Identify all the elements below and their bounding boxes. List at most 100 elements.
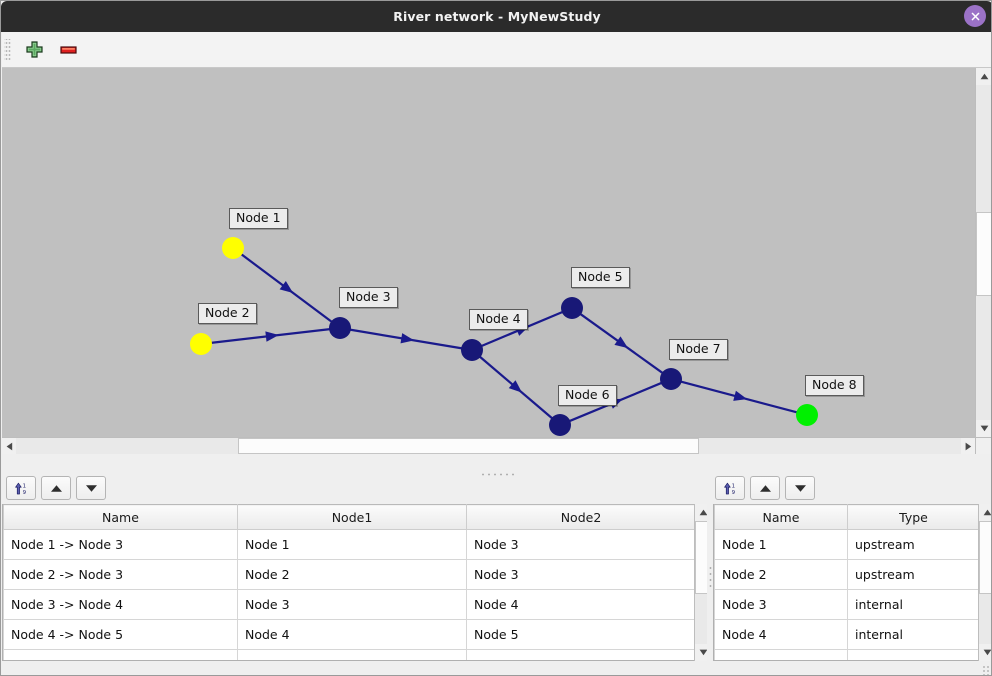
branch-col-header-node2[interactable]: Node2 [466, 504, 696, 530]
node-table-vertical-scrollbar[interactable] [978, 504, 991, 661]
arrow-up-icon [50, 484, 62, 492]
svg-text:1: 1 [22, 483, 25, 489]
canvas-vscroll-thumb[interactable] [976, 212, 991, 296]
edges-layer [210, 253, 798, 423]
add-branch-button[interactable] [20, 36, 48, 64]
graph-node-node3[interactable] [329, 317, 351, 339]
branch-table-cell[interactable]: Node 3 [237, 589, 467, 620]
edge-arrow-icon [733, 390, 748, 401]
node-label-node5[interactable]: Node 5 [571, 267, 630, 288]
branch-table-cell[interactable]: Node 2 -> Node 3 [3, 559, 238, 590]
graph-node-node8[interactable] [796, 404, 818, 426]
node-label-node3[interactable]: Node 3 [339, 287, 398, 308]
toolbar-drag-handle[interactable] [4, 38, 11, 61]
branch-table-cell[interactable]: Node 3 -> Node 4 [3, 589, 238, 620]
node-col-header-name[interactable]: Name [714, 504, 848, 530]
node-scroll-up-arrow-icon[interactable] [979, 504, 991, 521]
close-icon[interactable] [964, 5, 986, 27]
branch-table-cell[interactable] [3, 649, 238, 660]
node-col-header-type[interactable]: Type [847, 504, 980, 530]
sort-nodes-button[interactable]: 1 9 [715, 476, 745, 500]
node-table-cell[interactable]: internal [847, 619, 980, 650]
green-plus-icon [25, 41, 43, 58]
node-label-node8[interactable]: Node 8 [805, 375, 864, 396]
branch-table-cell[interactable]: Node 3 [466, 559, 696, 590]
graph-node-node2[interactable] [190, 333, 212, 355]
sort-branches-button[interactable]: 1 9 [6, 476, 36, 500]
node-table-row[interactable] [714, 649, 980, 660]
node-label-node4[interactable]: Node 4 [469, 309, 528, 330]
branch-table-cell[interactable] [466, 649, 696, 660]
node-table-cell[interactable]: Node 4 [714, 619, 848, 650]
graph-node-node5[interactable] [561, 297, 583, 319]
node-vscroll-thumb[interactable] [979, 521, 991, 594]
node-label-node2[interactable]: Node 2 [198, 303, 257, 324]
scroll-up-arrow-icon[interactable] [976, 68, 991, 85]
node-table-cell[interactable]: upstream [847, 559, 980, 590]
branch-table-cell[interactable]: Node 1 -> Node 3 [3, 529, 238, 560]
node-label-node6[interactable]: Node 6 [558, 385, 617, 406]
arrow-down-icon [85, 484, 97, 492]
scrollbar-corner [975, 437, 991, 454]
branch-table-cell[interactable]: Node 4 [237, 619, 467, 650]
graph-node-node1[interactable] [222, 237, 244, 259]
scroll-left-arrow-icon[interactable] [2, 438, 16, 454]
graph-node-node4[interactable] [461, 339, 483, 361]
node-table-cell[interactable]: internal [847, 589, 980, 620]
horizontal-splitter[interactable] [2, 471, 991, 478]
svg-text:9: 9 [731, 490, 735, 496]
node-table-cell[interactable]: Node 1 [714, 529, 848, 560]
node-label-node7[interactable]: Node 7 [669, 339, 728, 360]
canvas-hscroll-thumb[interactable] [238, 438, 699, 454]
branch-col-header-node1[interactable]: Node1 [237, 504, 467, 530]
move-node-up-button[interactable] [750, 476, 780, 500]
remove-branch-button[interactable] [54, 36, 82, 64]
node-table-cell[interactable] [714, 649, 848, 660]
branch-table-cell[interactable]: Node 5 [466, 619, 696, 650]
graph-node-node6[interactable] [549, 414, 571, 436]
scroll-down-arrow-icon[interactable] [976, 420, 991, 437]
scroll-right-arrow-icon[interactable] [961, 438, 975, 454]
graph-node-node7[interactable] [660, 368, 682, 390]
node-table-cell[interactable]: upstream [847, 529, 980, 560]
window-title-bar: River network - MyNewStudy [1, 1, 991, 32]
branch-table-cell[interactable] [237, 649, 467, 660]
river-network-diagram[interactable]: Node 1 Node 2 Node 3 Node 4 Node 5 Node 6 Node… [2, 68, 976, 454]
canvas-vertical-scrollbar[interactable] [975, 68, 991, 437]
river-network-canvas-area: Node 1 Node 2 Node 3 Node 4 Node 5 Node 6 Node… [2, 68, 991, 454]
node-table-cell[interactable]: Node 3 [714, 589, 848, 620]
branch-pane: 1 9 Name [2, 473, 711, 675]
branch-table-row[interactable] [3, 649, 696, 660]
branch-table-cell[interactable]: Node 1 [237, 529, 467, 560]
branch-table-cell[interactable]: Node 3 [466, 529, 696, 560]
branch-table-cell[interactable]: Node 2 [237, 559, 467, 590]
svg-text:1: 1 [731, 483, 734, 489]
move-branch-down-button[interactable] [76, 476, 106, 500]
branch-table-cell[interactable]: Node 4 -> Node 5 [3, 619, 238, 650]
node-scroll-down-arrow-icon[interactable] [979, 644, 991, 661]
window-resize-grip-icon[interactable] [982, 665, 991, 675]
edge-arrow-icon [614, 336, 629, 349]
move-branch-up-button[interactable] [41, 476, 71, 500]
move-node-down-button[interactable] [785, 476, 815, 500]
node-table-cell[interactable] [847, 649, 980, 660]
node-label-node1[interactable]: Node 1 [229, 208, 288, 229]
branch-table-cell[interactable]: Node 4 [466, 589, 696, 620]
vertical-splitter[interactable] [707, 478, 713, 675]
canvas-horizontal-scrollbar[interactable] [2, 437, 975, 454]
node-table-cell[interactable]: Node 2 [714, 559, 848, 590]
branch-col-header-name[interactable]: Name [3, 504, 238, 530]
